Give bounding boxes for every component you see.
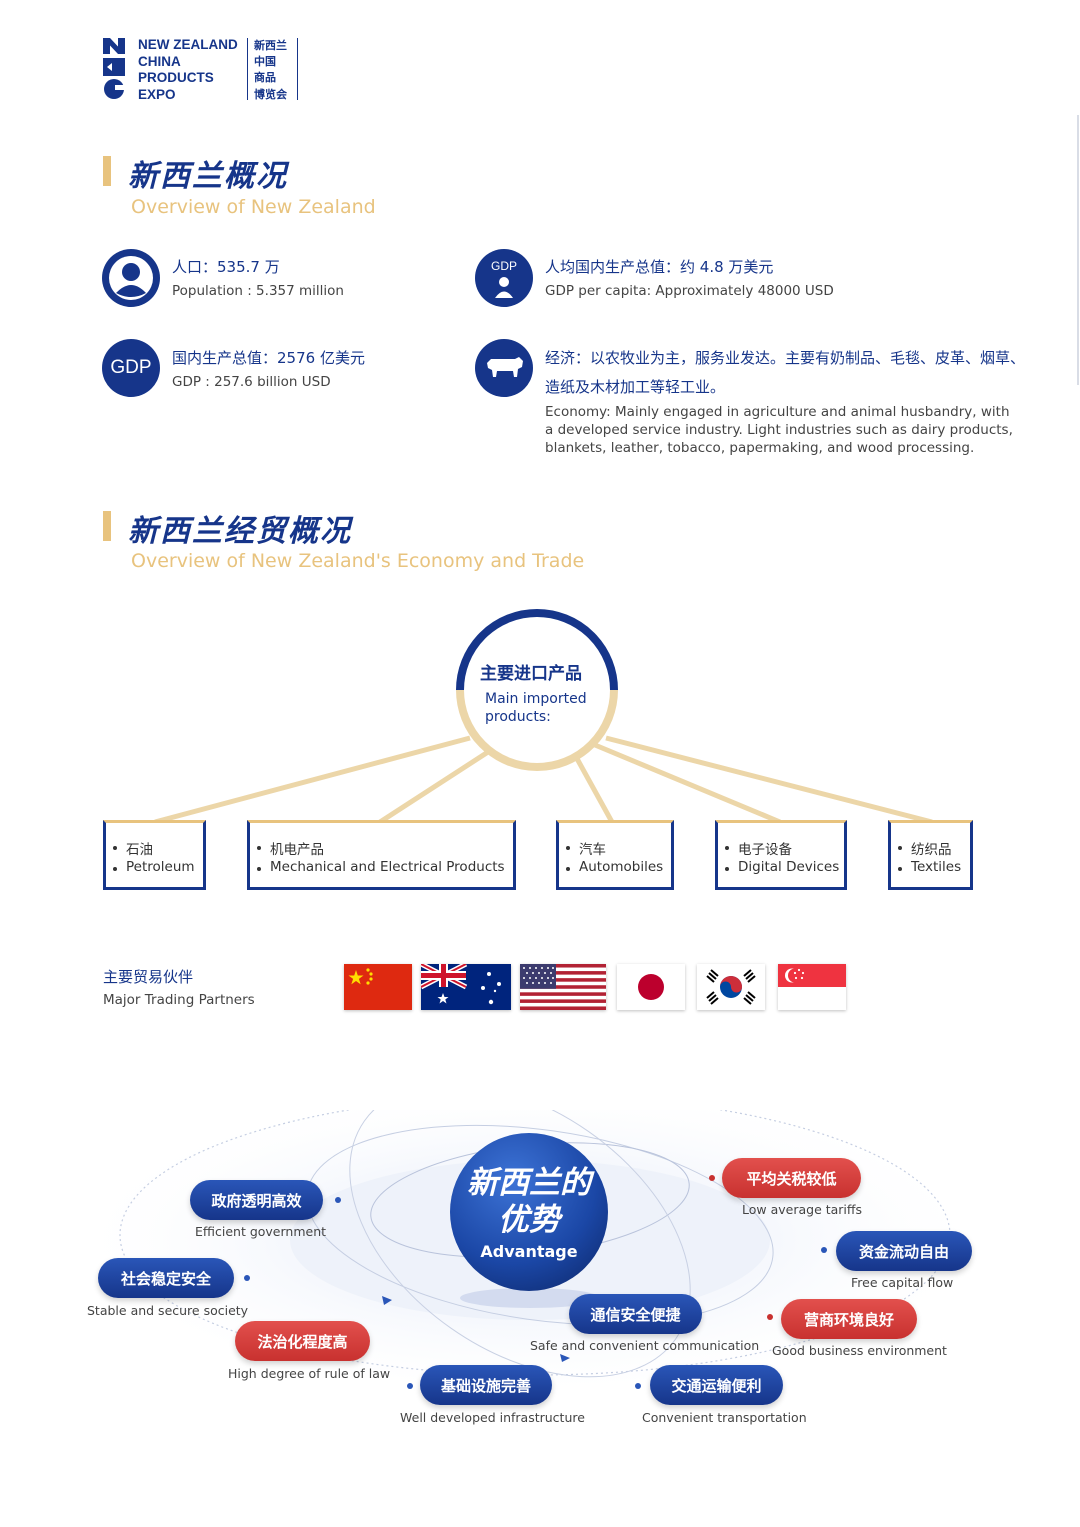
gdp-per-capita-en: GDP per capita: Approximately 48000 USD: [545, 283, 834, 299]
import-item-en: Mechanical and Electrical Products: [270, 859, 505, 875]
import-item-cn: 机电产品: [270, 842, 324, 858]
import-item-petroleum: 石油 Petroleum: [103, 820, 206, 890]
gdp-icon-label: GDP: [490, 259, 517, 273]
gdp-cn: 国内生产总值：2576 亿美元: [172, 349, 365, 367]
logo-line: 博览会: [254, 87, 287, 101]
imports-connector-lines: [154, 609, 933, 825]
advantage-title-cn-line1: 新西兰的: [467, 1165, 591, 1201]
population-en: Population : 5.357 million: [172, 283, 344, 299]
logo-line: 新西兰: [254, 39, 287, 52]
advantage-law-pill: 法治化程度高: [235, 1321, 370, 1361]
advantage-capital-pill: 资金流动自由: [836, 1231, 972, 1271]
advantage-capital-caption: Free capital flow: [851, 1275, 954, 1290]
logo-line: PRODUCTS: [138, 70, 214, 85]
logo-divider: [247, 38, 248, 100]
gdp-per-capita-icon: GDP: [475, 249, 533, 307]
china-flag: [344, 964, 412, 1010]
economy-cn-line2: 造纸及木材加工等轻工业。: [545, 378, 726, 396]
partners-title-cn: 主要贸易伙伴: [103, 968, 194, 986]
logo-line: CHINA: [138, 53, 181, 69]
import-item-cn: 汽车: [579, 842, 606, 858]
advantage-comm-pill: 通信安全便捷: [569, 1294, 702, 1334]
expo-logo-chinese: 新西兰 中国 商品 博览会: [254, 38, 298, 103]
import-item-en: Textiles: [911, 859, 962, 875]
advantage-title-cn-line2: 优势: [498, 1202, 560, 1238]
advantage-business-pill: 营商环境良好: [781, 1299, 917, 1339]
imports-title-cn: 主要进口产品: [480, 664, 582, 684]
singapore-flag: [778, 964, 846, 1010]
logo-line: EXPO: [138, 86, 176, 102]
overview-title-cn: 新西兰概况: [128, 159, 288, 194]
advantage-tariff-pill: 平均关税较低: [722, 1158, 861, 1198]
economy-en: Economy: Mainly engaged in agriculture a…: [545, 404, 1013, 456]
logo-line: 中国: [254, 55, 276, 69]
logo-line: NEW ZEALAND: [138, 37, 238, 52]
import-item-en: Automobiles: [579, 859, 664, 875]
advantage-society-pill: 社会稳定安全: [98, 1258, 234, 1298]
advantage-infra-pill: 基础设施完善: [420, 1365, 552, 1405]
import-item-cn: 石油: [126, 842, 153, 858]
usa-flag: [520, 964, 606, 1010]
gdp-en: GDP : 257.6 billion USD: [172, 374, 331, 390]
advantage-comm-caption: Safe and convenient communication: [530, 1338, 760, 1353]
expo-logo-english: NEW ZEALAND CHINA PRODUCTS EXPO: [138, 37, 250, 103]
trade-title-en: Overview of New Zealand's Economy and Tr…: [131, 550, 585, 572]
korea-flag: [697, 964, 765, 1010]
import-item-automobiles: 汽车 Automobiles: [556, 820, 674, 890]
advantage-business-caption: Good business environment: [772, 1343, 947, 1358]
gdp-icon: GDP: [102, 339, 160, 397]
advantage-gov-pill: 政府透明高效: [190, 1180, 323, 1220]
import-item-cn: 电子设备: [738, 842, 792, 858]
logo-divider: [297, 38, 298, 100]
page-edge-rule: [1077, 115, 1079, 385]
import-item-en: Petroleum: [126, 859, 195, 875]
economy-cn-line1: 经济：以农牧业为主，服务业发达。主要有奶制品、毛毯、皮革、烟草、: [545, 349, 1026, 367]
trade-title-cn: 新西兰经贸概况: [128, 514, 352, 549]
imports-title-en-line2: products:: [485, 709, 551, 725]
gdp-icon-label: GDP: [110, 357, 152, 378]
australia-flag: [421, 964, 511, 1010]
section-accent-bar: [103, 156, 111, 186]
japan-flag: [617, 964, 685, 1010]
import-item-textiles: 纺织品 Textiles: [888, 820, 973, 890]
partners-title-en: Major Trading Partners: [103, 992, 255, 1008]
overview-title-en: Overview of New Zealand: [131, 196, 376, 218]
advantage-society-caption: Stable and secure society: [87, 1303, 249, 1318]
imports-title-en-line1: Main imported: [485, 691, 587, 707]
gdp-per-capita-cn: 人均国内生产总值：约 4.8 万美元: [545, 258, 774, 276]
advantage-title-en: Advantage: [480, 1242, 578, 1261]
import-item-en: Digital Devices: [738, 859, 840, 875]
advantage-transport-pill: 交通运输便利: [650, 1365, 783, 1405]
import-item-mechanical: 机电产品 Mechanical and Electrical Products: [247, 820, 516, 890]
logo-line: 商品: [254, 71, 276, 85]
advantage-infra-caption: Well developed infrastructure: [400, 1410, 585, 1425]
population-cn: 人口：535.7 万: [172, 258, 280, 276]
person-icon: [102, 249, 160, 307]
expo-logo-mark: [103, 38, 125, 99]
cow-icon: [475, 339, 533, 397]
import-item-cn: 纺织品: [911, 842, 952, 858]
import-item-digital: 电子设备 Digital Devices: [715, 820, 847, 890]
advantage-tariff-caption: Low average tariffs: [742, 1202, 863, 1217]
section-accent-bar: [103, 511, 111, 541]
advantage-gov-caption: Efficient government: [195, 1224, 327, 1239]
advantage-law-caption: High degree of rule of law: [228, 1366, 391, 1381]
advantage-transport-caption: Convenient transportation: [642, 1410, 807, 1425]
